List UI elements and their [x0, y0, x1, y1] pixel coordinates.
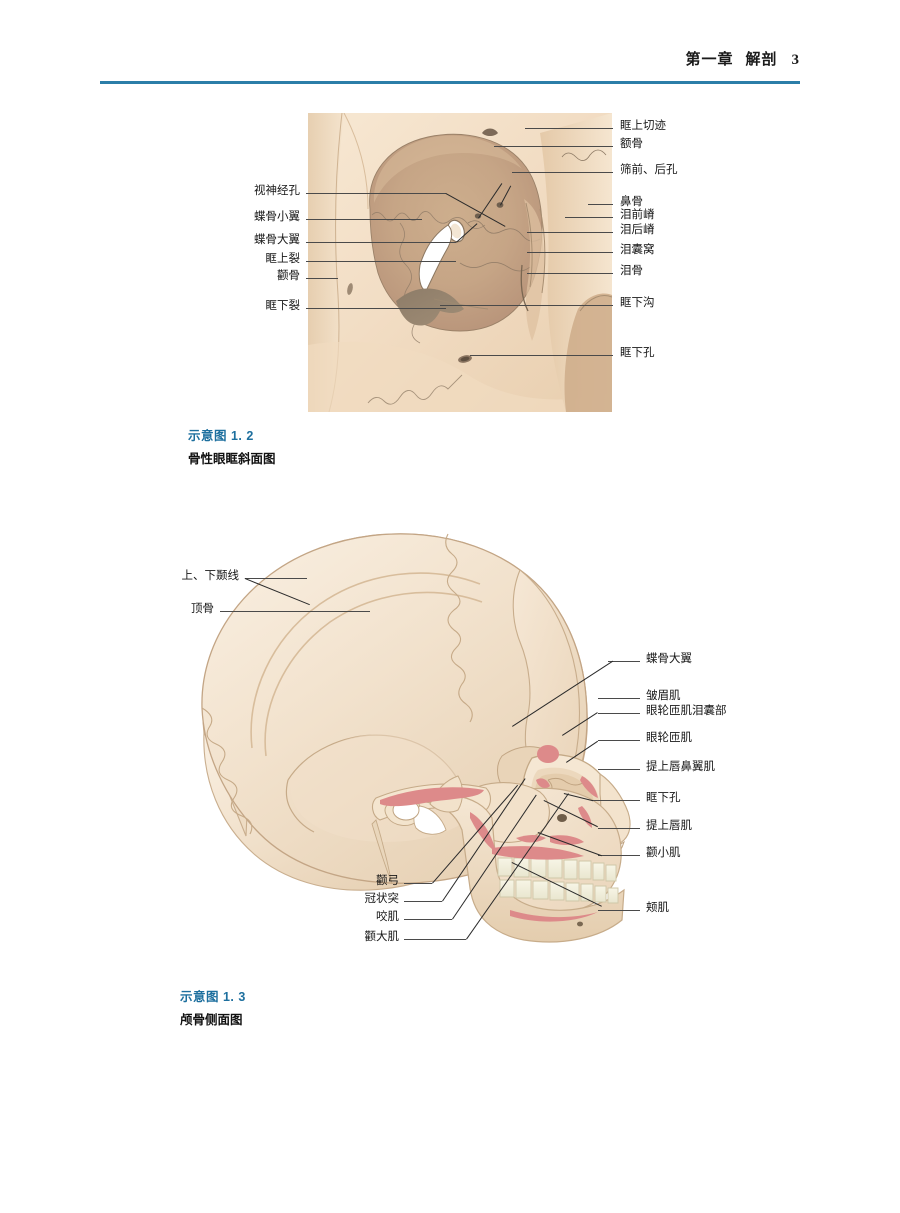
leader-line — [306, 261, 456, 262]
leader-line — [306, 242, 456, 243]
leader-line — [220, 611, 370, 612]
fig-1-3-label-infraorbital-foramen: 眶下孔 — [646, 792, 681, 804]
leader-line — [598, 828, 640, 829]
leader-line — [245, 578, 307, 579]
leader-line — [588, 204, 613, 205]
fig-1-3-label-parietal-bone: 顶骨 — [191, 603, 214, 615]
fig-1-2-label-posterior-crest: 泪后嵴 — [620, 224, 655, 236]
fig-1-3-label-orbicularis-oculi: 眼轮匝肌 — [646, 732, 692, 744]
fig-1-3-label-coronoid-process: 冠状突 — [364, 893, 400, 905]
leader-line — [306, 219, 422, 220]
leader-line — [527, 273, 613, 274]
fig-1-2-label-ethmoid-foramina: 筛前、后孔 — [620, 164, 678, 176]
leader-line — [608, 661, 640, 662]
fig-1-2-label-nasal-bone: 鼻骨 — [620, 196, 643, 208]
fig-1-2-label-frontal-bone: 额骨 — [620, 138, 643, 150]
fig-1-3-label-zygomaticus-minor: 颧小肌 — [646, 847, 681, 859]
leader-line — [525, 128, 613, 129]
leader-line — [404, 901, 442, 902]
fig-1-2-label-infraorbital-groove: 眶下沟 — [620, 297, 655, 309]
figure-1-2-caption-title: 骨性眼眶斜面图 — [188, 452, 276, 466]
leader-line — [404, 883, 432, 884]
fig-1-3-label-orbicularis-lacrimal: 眼轮匝肌泪囊部 — [646, 705, 727, 717]
leader-line — [404, 919, 452, 920]
header-text: 第一章解剖 3 — [685, 48, 800, 69]
fig-1-3-label-zygomatic-arch: 颧弓 — [376, 875, 399, 887]
leader-line — [598, 910, 640, 911]
leader-line — [598, 855, 640, 856]
leader-line — [598, 698, 640, 699]
fig-1-2-label-zygomatic: 颧骨 — [277, 270, 300, 282]
leader-line — [306, 193, 446, 194]
leader-line — [440, 305, 613, 306]
figure-1-3-caption-title: 颅骨侧面图 — [180, 1013, 243, 1027]
figure-1-3-caption-number: 示意图 1. 3 — [180, 990, 246, 1004]
leader-line — [306, 278, 338, 279]
fig-1-3-label-zygomaticus-major: 颧大肌 — [364, 931, 400, 943]
leader-line — [404, 939, 466, 940]
leader-line — [494, 146, 613, 147]
fig-1-2-label-superior-fissure: 眶上裂 — [265, 253, 301, 265]
fig-1-2-label-lacrimal-fossa: 泪囊窝 — [620, 244, 655, 256]
leader-line — [306, 308, 446, 309]
fig-1-2-label-greater-wing: 蝶骨大翼 — [254, 234, 300, 246]
fig-1-3-label-corrugator: 皱眉肌 — [646, 690, 681, 702]
figure-1-3-caption: 示意图 1. 3 颅骨侧面图 — [180, 986, 246, 1028]
leader-line — [598, 740, 640, 741]
fig-1-2-label-lesser-wing: 蝶骨小翼 — [254, 211, 300, 223]
fig-1-3-label-greater-wing: 蝶骨大翼 — [646, 653, 692, 665]
figure-1-2-caption: 示意图 1. 2 骨性眼眶斜面图 — [188, 425, 276, 467]
page-number: 3 — [791, 52, 800, 68]
page-header: 第一章解剖 3 — [0, 48, 900, 92]
fig-1-2-label-lacrimal-bone: 泪骨 — [620, 265, 643, 277]
header-rule — [100, 81, 800, 84]
fig-1-2-label-anterior-crest: 泪前嵴 — [620, 209, 655, 221]
fig-1-2-label-inferior-fissure: 眶下裂 — [265, 300, 301, 312]
leader-line — [512, 172, 613, 173]
header-chapter: 第一章 — [685, 52, 734, 68]
fig-1-3-label-levator-labii: 提上唇肌 — [646, 820, 692, 832]
fig-1-3-label-buccinator: 颊肌 — [646, 902, 669, 914]
fig-1-3-label-temporal-lines: 上、下颞线 — [181, 570, 240, 582]
leader-line — [598, 713, 640, 714]
leader-line — [527, 232, 613, 233]
leader-line — [598, 769, 640, 770]
leader-line — [470, 355, 613, 356]
leader-line — [527, 252, 613, 253]
fig-1-2-label-supraorbital-notch: 眶上切迹 — [620, 120, 666, 132]
fig-1-3-label-masseter: 咬肌 — [376, 911, 399, 923]
leader-line — [565, 217, 613, 218]
figure-1-2-illustration — [308, 113, 612, 412]
fig-1-3-label-levator-alaeque: 提上唇鼻翼肌 — [646, 761, 715, 773]
header-section: 解剖 — [745, 52, 778, 68]
fig-1-2-label-infraorbital-foramen: 眶下孔 — [620, 347, 655, 359]
figure-1-2-caption-number: 示意图 1. 2 — [188, 429, 254, 443]
figure-1-3-illustration — [180, 518, 640, 963]
leader-line — [592, 800, 640, 801]
fig-1-2-label-optic-foramen: 视神经孔 — [254, 185, 300, 197]
